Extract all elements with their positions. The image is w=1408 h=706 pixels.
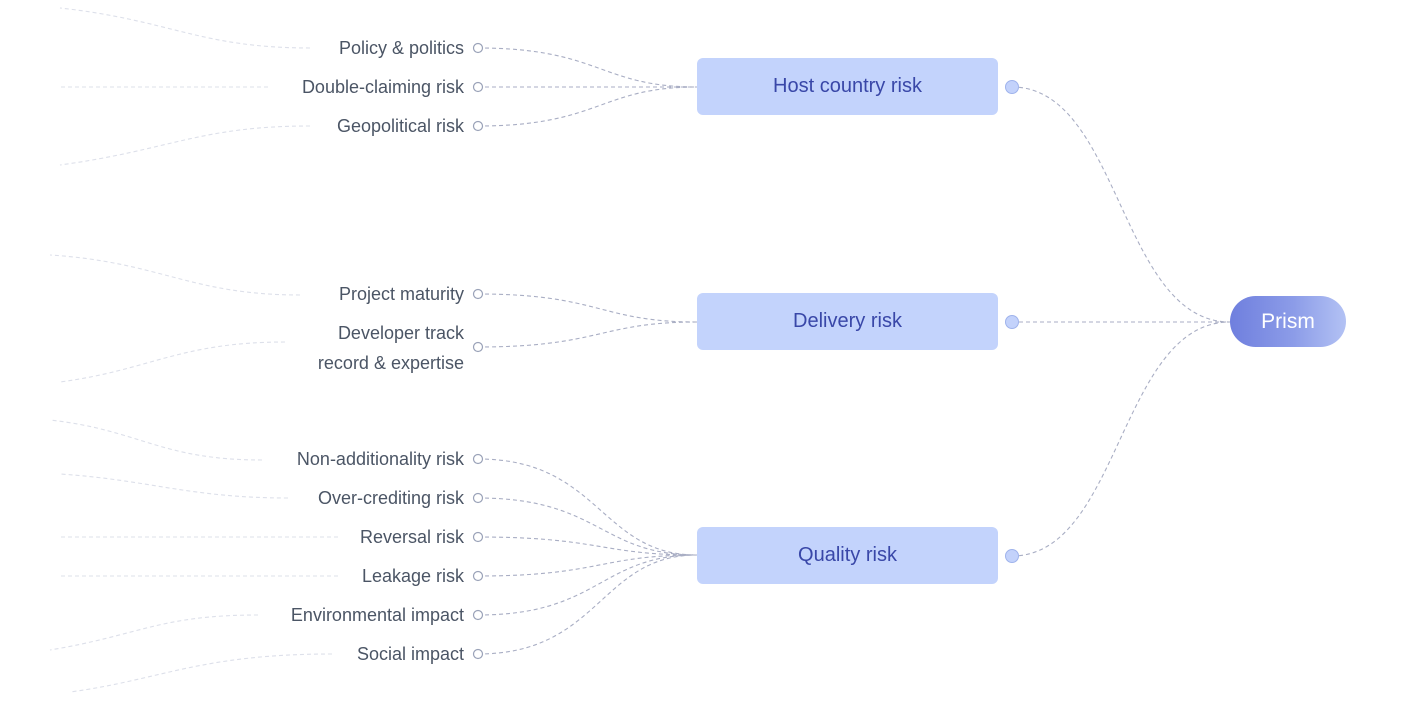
connector-social xyxy=(477,554,698,655)
leaf-social-impact[interactable]: Social impact xyxy=(356,644,464,664)
leaf-dot-project-maturity[interactable] xyxy=(472,288,484,300)
trail-environmental xyxy=(49,614,259,651)
leaf-reversal-risk[interactable]: Reversal risk xyxy=(359,527,464,547)
connector-environmental xyxy=(477,554,698,616)
category-dots xyxy=(1005,80,1019,563)
leaf-dots xyxy=(472,42,484,660)
leaf-double-claiming-risk[interactable]: Double-claiming risk xyxy=(301,77,464,97)
trail-non-additionality xyxy=(49,419,263,461)
faint-trailing-lines xyxy=(49,7,338,693)
leaf-developer-track-record[interactable]: Developer track record & expertise xyxy=(317,323,464,373)
category-dot-host-country[interactable] xyxy=(1005,80,1019,94)
leaf-dot-non-additionality[interactable] xyxy=(472,453,484,465)
leaf-dot-reversal[interactable] xyxy=(472,531,484,543)
connector-reversal xyxy=(477,536,698,556)
trail-project-maturity xyxy=(49,254,301,296)
connector-geopolitical xyxy=(477,86,698,127)
connector-project-maturity xyxy=(477,293,698,323)
leaf-leakage-risk[interactable]: Leakage risk xyxy=(361,566,464,586)
root-node-prism[interactable]: Prism xyxy=(1230,296,1346,347)
trail-developer xyxy=(59,341,286,383)
category-host-country-risk[interactable]: Host country risk xyxy=(697,58,998,115)
trail-geopolitical xyxy=(59,125,311,166)
leaf-dot-policy[interactable] xyxy=(472,42,484,54)
category-dot-delivery[interactable] xyxy=(1005,315,1019,329)
root-label: Prism xyxy=(1261,309,1315,333)
root-connectors xyxy=(1011,86,1231,557)
leaf-connectors xyxy=(477,47,698,655)
category-label-quality: Quality risk xyxy=(798,544,897,566)
connector-host-to-root xyxy=(1011,86,1231,323)
leaf-dot-leakage[interactable] xyxy=(472,570,484,582)
trail-over-crediting xyxy=(59,473,289,499)
leaf-project-maturity[interactable]: Project maturity xyxy=(338,284,464,304)
trail-social xyxy=(69,653,333,693)
leaf-non-additionality-risk[interactable]: Non-additionality risk xyxy=(296,449,464,469)
leaf-policy-politics[interactable]: Policy & politics xyxy=(338,38,464,58)
connector-quality-to-root xyxy=(1011,321,1231,557)
leaf-dot-double-claiming[interactable] xyxy=(472,81,484,93)
connector-leakage xyxy=(477,554,698,577)
category-delivery-risk[interactable]: Delivery risk xyxy=(697,293,998,350)
leaf-dot-environmental[interactable] xyxy=(472,609,484,621)
leaf-dot-developer[interactable] xyxy=(472,341,484,353)
leaf-geopolitical-risk[interactable]: Geopolitical risk xyxy=(336,116,464,136)
leaf-dot-social[interactable] xyxy=(472,648,484,660)
category-label-host-country: Host country risk xyxy=(773,75,922,97)
leaf-dot-geopolitical[interactable] xyxy=(472,120,484,132)
leaf-dot-over-crediting[interactable] xyxy=(472,492,484,504)
trail-policy xyxy=(59,7,311,49)
connector-over-crediting xyxy=(477,497,698,556)
leaf-over-crediting-risk[interactable]: Over-crediting risk xyxy=(317,488,464,508)
leaf-environmental-impact[interactable]: Environmental impact xyxy=(290,605,464,625)
category-quality-risk[interactable]: Quality risk xyxy=(697,527,998,584)
category-label-delivery: Delivery risk xyxy=(793,310,902,332)
category-dot-quality[interactable] xyxy=(1005,549,1019,563)
connector-non-additionality xyxy=(477,458,698,556)
connector-policy xyxy=(477,47,698,88)
connector-developer xyxy=(477,321,698,348)
